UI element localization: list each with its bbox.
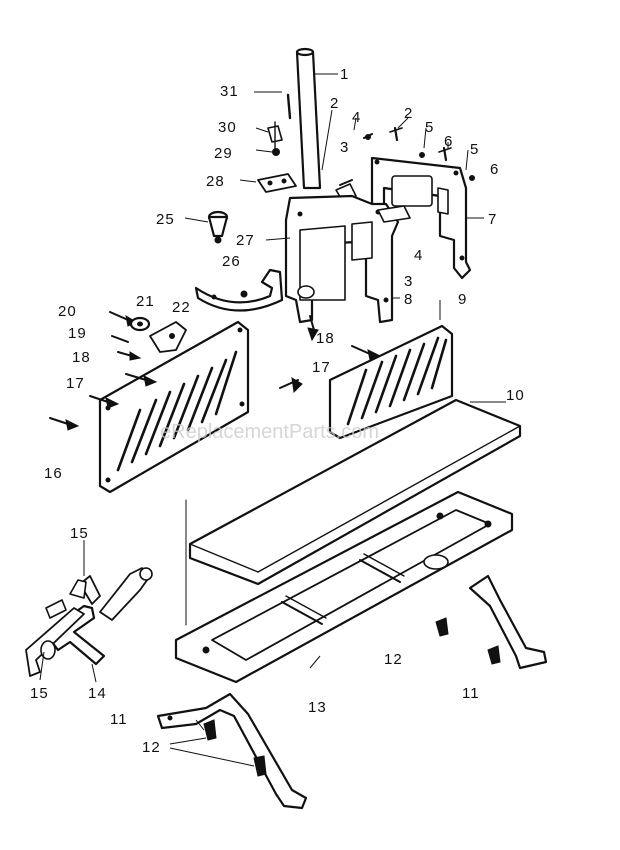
- callout-27: 27: [236, 232, 255, 249]
- callout-11b: 11: [110, 711, 128, 728]
- callout-18b: 18: [72, 349, 91, 366]
- part-25-knob: [207, 210, 229, 244]
- part-13-base-frame: [174, 490, 514, 684]
- callout-5b: 5: [470, 141, 479, 158]
- callout-2a: 2: [330, 95, 339, 112]
- callout-15a: 15: [70, 525, 89, 542]
- callout-21: 21: [136, 293, 155, 310]
- callout-26: 26: [222, 253, 241, 270]
- callout-25: 25: [156, 211, 175, 228]
- callout-18a: 18: [316, 330, 335, 347]
- callout-3a: 3: [340, 139, 349, 156]
- part-26-bracket: [194, 268, 284, 312]
- callout-8: 8: [404, 291, 413, 308]
- part-9-right-panel: [328, 324, 454, 440]
- callout-28: 28: [206, 173, 225, 190]
- callout-16: 16: [44, 465, 63, 482]
- callout-7: 7: [488, 211, 497, 228]
- part-8-housing: [284, 194, 411, 324]
- callout-20: 20: [58, 303, 77, 320]
- leader-lines: [39, 73, 506, 767]
- callout-3b: 3: [404, 273, 413, 290]
- callout-22: 22: [172, 299, 191, 316]
- callout-4b: 4: [414, 247, 423, 264]
- callout-11a: 11: [462, 685, 480, 702]
- callout-12b: 12: [142, 739, 161, 756]
- callout-10: 10: [506, 387, 525, 404]
- part-30-clip: [267, 121, 283, 149]
- part-12-bolts: [203, 617, 501, 777]
- callout-17a: 17: [312, 359, 331, 376]
- part-16-left-panel: [98, 320, 250, 494]
- callout-6b: 6: [490, 161, 499, 178]
- callout-30: 30: [218, 119, 237, 136]
- callout-labels: 1 31 2 4 2 5 6 5 6 30 3 29 28 7 25 27 4 …: [30, 66, 525, 756]
- callout-19: 19: [68, 325, 87, 342]
- part-1-rod: [295, 47, 322, 190]
- callout-9: 9: [458, 291, 467, 308]
- part-28-plate: [257, 173, 297, 193]
- part-29-nut: [272, 148, 280, 156]
- part-11-right-leg: [468, 574, 548, 670]
- callout-29: 29: [214, 145, 233, 162]
- callout-15b: 15: [30, 685, 49, 702]
- part-10-top-plate: [188, 398, 522, 586]
- callout-1: 1: [340, 66, 349, 83]
- callout-12a: 12: [384, 651, 403, 668]
- callout-5a: 5: [425, 119, 434, 136]
- part-11-front-leg: [156, 692, 308, 810]
- callout-17b: 17: [66, 375, 85, 392]
- callout-4a: 4: [352, 109, 361, 126]
- callout-13: 13: [308, 699, 327, 716]
- callout-31: 31: [220, 83, 239, 100]
- part-31-pin: [286, 93, 292, 120]
- parts-left-small: [49, 311, 382, 431]
- callout-6a: 6: [444, 133, 453, 150]
- callout-14: 14: [88, 685, 107, 702]
- callout-2b: 2: [404, 105, 413, 122]
- part-14-15-handle: [25, 567, 153, 677]
- watermark-text: eReplacementParts.com: [160, 421, 379, 443]
